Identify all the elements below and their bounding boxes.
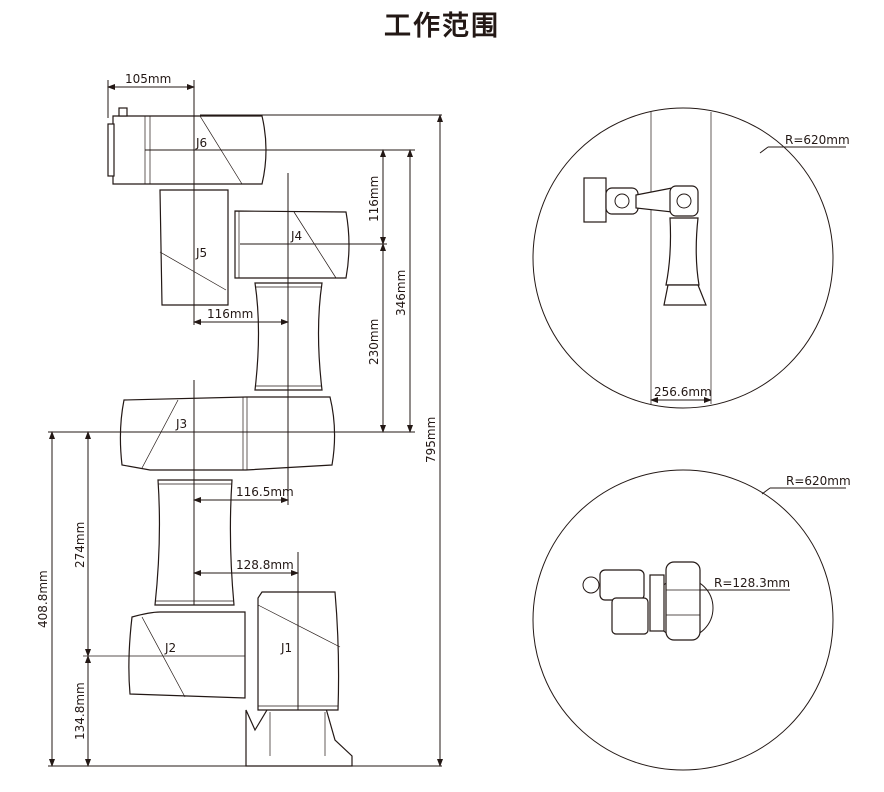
dim-j3-base: 408.8mm <box>36 570 50 628</box>
dim-j3-j2: 274mm <box>73 522 87 568</box>
label-j3: J3 <box>175 417 187 431</box>
dim-j2-offset: 128.8mm <box>236 558 294 572</box>
label-j5: J5 <box>195 246 207 260</box>
connector <box>118 107 128 117</box>
dim-j2-base: 134.8mm <box>73 682 87 740</box>
reach-circle <box>532 469 834 771</box>
tool-flange <box>107 123 115 177</box>
joint-j2-body <box>128 611 246 699</box>
label-j2: J2 <box>164 641 176 655</box>
dimension-lines <box>48 80 443 767</box>
dim-j5-offset: 116mm <box>207 307 253 321</box>
reach-circle <box>532 107 834 409</box>
joint-j3-body <box>119 396 336 471</box>
robot-top-view-2 <box>582 561 701 641</box>
dim-radius: R=620mm <box>786 474 851 488</box>
label-j1: J1 <box>280 641 292 655</box>
dim-offset: 256.6mm <box>654 385 712 399</box>
top-view-2: R=128.3mm R=620mm <box>532 469 851 771</box>
dim-j3-offset: 116.5mm <box>236 485 294 499</box>
robot-side-view: J6 J5 J4 J3 J2 J1 <box>107 107 353 767</box>
label-j6: J6 <box>195 136 207 150</box>
dim-j6-j3: 346mm <box>394 270 408 316</box>
dimension-labels: 105mm 116mm 116.5mm 128.8mm 116mm 230mm … <box>36 72 438 740</box>
dim-j6-j4: 116mm <box>367 176 381 222</box>
top-view-1: 256.6mm R=620mm <box>532 107 850 409</box>
robot-base <box>245 704 353 767</box>
dim-j4-j3: 230mm <box>367 319 381 365</box>
dim-total-height: 795mm <box>424 417 438 463</box>
label-j4: J4 <box>290 229 302 243</box>
page-title: 工作范围 <box>384 11 500 42</box>
dim-flange-offset: 105mm <box>125 72 171 86</box>
dim-inner-radius: R=128.3mm <box>714 576 790 590</box>
robot-top-view-1 <box>583 177 707 306</box>
dim-radius: R=620mm <box>785 133 850 147</box>
